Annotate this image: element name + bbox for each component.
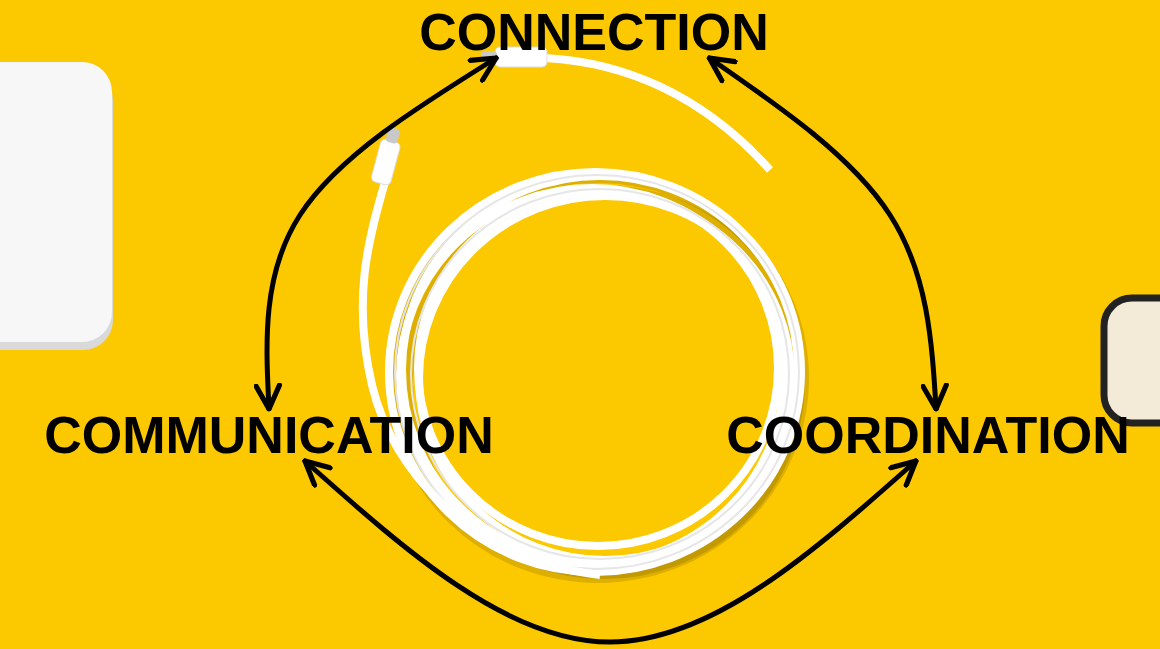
node-label: COORDINATION [726, 409, 1129, 461]
usb-c-plug [370, 138, 401, 186]
double-arrow [709, 58, 936, 409]
text-node: CONNECTION [419, 6, 769, 58]
coil-loop [400, 188, 784, 564]
usb-c-plug-group [370, 126, 404, 186]
node-label: COMMUNICATION [44, 409, 494, 461]
double-arrow [305, 461, 916, 642]
cable-lead [363, 182, 600, 575]
coil-edge [411, 189, 789, 559]
node-label: CONNECTION [419, 6, 769, 58]
power-adapter [0, 62, 112, 342]
coil-loop [418, 190, 778, 546]
double-arrow [267, 58, 496, 409]
coil-edge [395, 175, 799, 569]
text-node: COMMUNICATION [44, 409, 494, 461]
text-node: COORDINATION [726, 409, 1129, 461]
phone-corner [1104, 298, 1160, 423]
coil-detail [395, 175, 799, 569]
